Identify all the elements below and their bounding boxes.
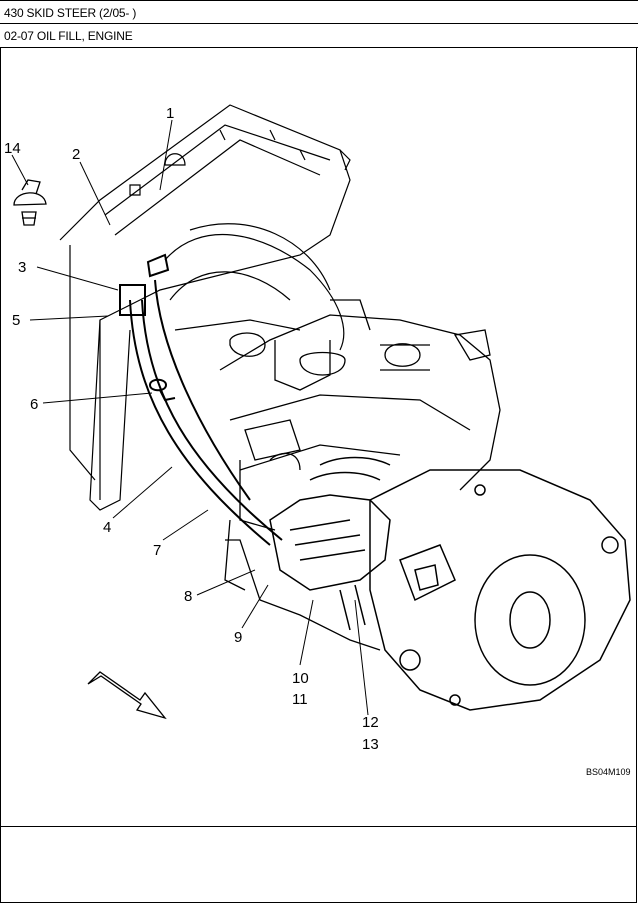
- engine-block-drawing: [219, 299, 501, 651]
- section-title: 02-07 OIL FILL, ENGINE: [0, 24, 638, 48]
- injection-pump-drawing: [269, 456, 391, 631]
- flywheel-housing-drawing: [369, 469, 631, 711]
- engine-oil-fill-diagram: [11, 104, 631, 720]
- fan-shroud-drawing: [164, 223, 345, 351]
- oil-fill-cap-inset: [13, 179, 47, 226]
- oil-fill-tube-drawing: [119, 253, 283, 546]
- page-title: 430 SKID STEER (2/05- ): [0, 0, 638, 24]
- leader-lines: [11, 119, 369, 716]
- direction-arrow: [87, 671, 167, 720]
- footer-box: [0, 826, 637, 903]
- radiator-drawing: [59, 104, 351, 511]
